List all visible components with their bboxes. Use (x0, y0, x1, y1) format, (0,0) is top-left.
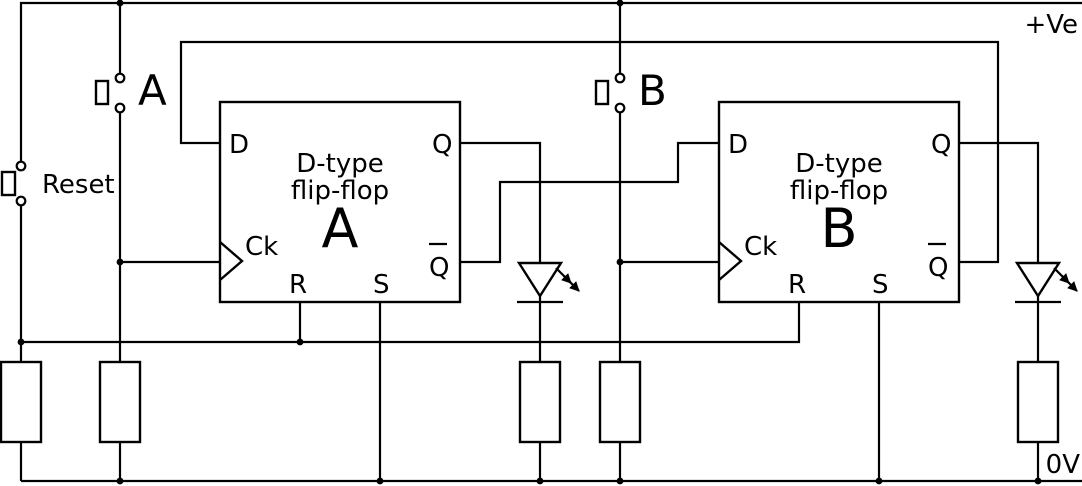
button-a-terminal-bottom (114, 102, 126, 114)
clock-b-pulldown-resistor (598, 360, 642, 444)
junction-dot (116, 477, 124, 485)
led-b-emission-arrow-2 (1061, 275, 1078, 292)
flipflop-a-box (218, 100, 462, 304)
button-a-label: A (138, 66, 167, 115)
led-a-series-resistor (518, 360, 562, 444)
positive-rail-label: +Ve (1024, 10, 1078, 40)
reset-terminal-top (15, 160, 27, 172)
flipflop-b-pin-qbar-label: Q (928, 253, 948, 283)
junction-dot (1034, 477, 1042, 485)
reset-actuator-icon (0, 170, 17, 197)
flipflop-a-pin-ck-label: Ck (245, 232, 278, 262)
flipflop-a-clock-triangle-icon (219, 241, 244, 281)
junction-dot (17, 338, 25, 346)
junction-dot (296, 338, 304, 346)
led-a (516, 261, 580, 481)
junction-dots (17, 0, 1042, 485)
button-a-actuator-icon (94, 79, 110, 106)
junction-dot (616, 0, 624, 7)
reset-button-branch: Reset (0, 160, 801, 481)
junction-dot (536, 477, 544, 485)
flipflop-a-pin-d-label: D (229, 130, 249, 160)
led-a-triangle-icon (516, 261, 564, 299)
reset-rail-wire (21, 302, 801, 344)
button-b-actuator-icon (594, 79, 610, 106)
flipflop-a-pin-s-label: S (373, 270, 390, 300)
flipflop-b-box (717, 100, 961, 304)
wire-qbar-a-to-d-b (460, 141, 719, 264)
reset-label: Reset (42, 170, 115, 200)
pushbutton-b-branch: B (594, 3, 719, 481)
flipflop-b-clock-triangle-icon (718, 241, 743, 281)
led-b-triangle-icon (1014, 261, 1062, 299)
top-power-rail (19, 1, 1082, 162)
flipflop-a-type-line1: D-type (296, 149, 383, 179)
led-b (1014, 261, 1078, 481)
flipflop-b-pin-ck-label: Ck (744, 232, 777, 262)
pushbutton-a-branch: A (94, 3, 220, 481)
reset-pulldown-resistor (0, 360, 43, 444)
junction-dot (875, 477, 883, 485)
flipflop-b-pin-s-label: S (872, 270, 889, 300)
button-b-terminal-bottom (614, 102, 626, 114)
power-rails: +Ve 0V (19, 1, 1082, 483)
junction-dot (116, 258, 124, 266)
button-b-label: B (638, 66, 667, 115)
flipflop-a-pin-r-label: R (289, 270, 307, 300)
flipflop-b-letter: B (820, 197, 857, 260)
reset-terminal-bottom (15, 195, 27, 207)
junction-dot (616, 477, 624, 485)
junction-dot (376, 477, 384, 485)
flipflop-a-pin-q-label: Q (432, 130, 452, 160)
flipflop-b-pin-q-label: Q (931, 130, 951, 160)
junction-dot (116, 0, 124, 7)
wire-qbar-b-to-d-a-feedback (179, 40, 1000, 264)
ground-rail-label: 0V (1046, 450, 1081, 480)
flipflop-b-type-line2: flip-flop (790, 176, 888, 206)
clock-a-pulldown-resistor (98, 360, 142, 444)
flipflop-a-pin-qbar-label: Q (429, 253, 449, 283)
flipflop-b-pin-r-label: R (788, 270, 806, 300)
flipflop-a: D Q Ck Q R S D-type flip-flop A (218, 100, 462, 304)
flipflop-b: D Q Ck Q R S D-type flip-flop B (717, 100, 961, 304)
led-b-series-resistor (1016, 360, 1060, 444)
flipflop-b-pin-d-label: D (728, 130, 748, 160)
flipflop-a-letter: A (322, 197, 359, 260)
button-b-terminal-top (614, 72, 626, 84)
led-a-emission-arrow-2 (563, 275, 580, 292)
flipflop-b-type-line1: D-type (795, 149, 882, 179)
button-a-terminal-top (114, 72, 126, 84)
flipflop-a-type-line2: flip-flop (291, 176, 389, 206)
junction-dot (616, 258, 624, 266)
